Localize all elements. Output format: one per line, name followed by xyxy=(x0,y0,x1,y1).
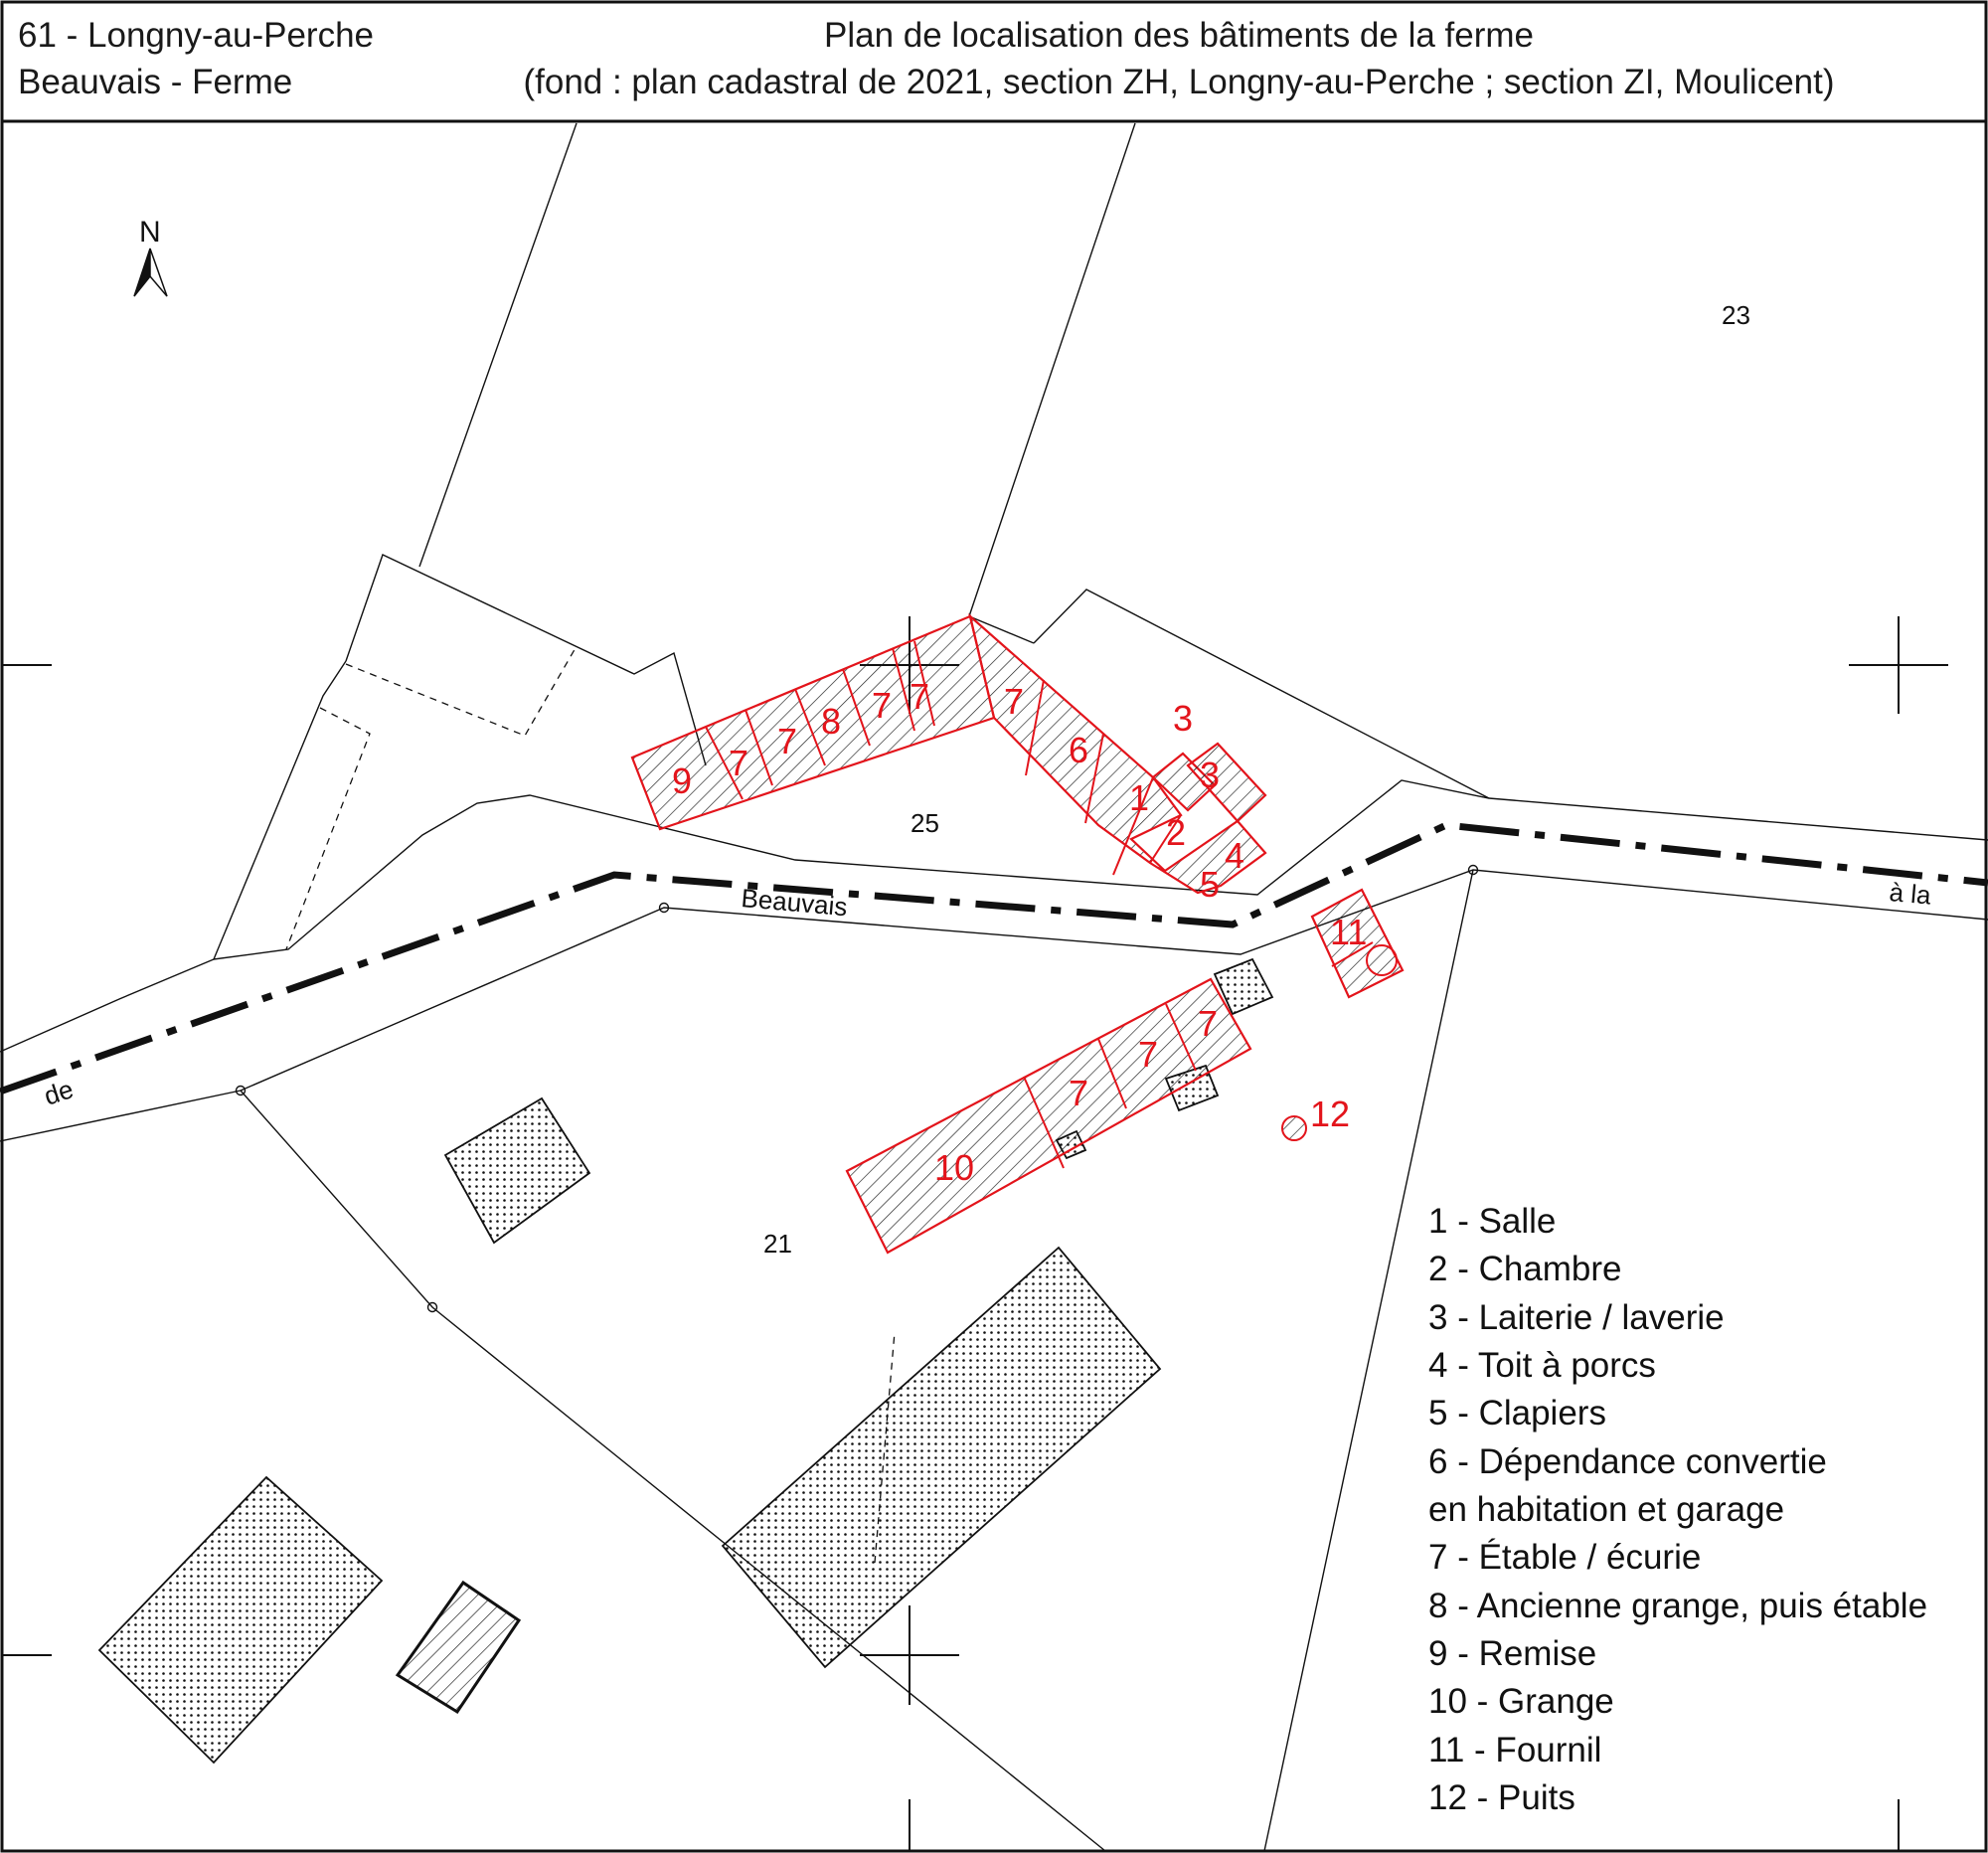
legend-item: 11 - Fournil xyxy=(1428,1731,1601,1769)
svg-text:7: 7 xyxy=(777,721,797,761)
svg-text:5: 5 xyxy=(1200,864,1220,905)
building-numbers: 9 7 7 8 7 7 7 6 1 2 3 3 4 5 11 10 7 7 7 … xyxy=(672,676,1367,1188)
legend-item: 7 - Étable / écurie xyxy=(1428,1538,1701,1577)
parcel-lines xyxy=(0,122,1988,1852)
road-label-beauvais: Beauvais xyxy=(740,883,848,922)
parcel-number-21: 21 xyxy=(763,1229,792,1259)
legend-item: 4 - Toit à porcs xyxy=(1428,1346,1656,1385)
legend-item: 6 - Dépendance convertie xyxy=(1428,1442,1827,1481)
header-location-line2: Beauvais - Ferme xyxy=(18,63,292,101)
svg-text:8: 8 xyxy=(821,701,841,742)
farm-buildings xyxy=(630,612,1405,1255)
legend-item: 10 - Grange xyxy=(1428,1682,1614,1721)
svg-text:N: N xyxy=(139,216,161,249)
svg-text:11: 11 xyxy=(1330,912,1367,952)
svg-text:7: 7 xyxy=(1138,1034,1158,1075)
parcel-number-25: 25 xyxy=(911,808,939,838)
svg-text:6: 6 xyxy=(1069,730,1088,770)
svg-text:3: 3 xyxy=(1173,698,1193,739)
parcel-number-23: 23 xyxy=(1722,300,1750,330)
svg-text:12: 12 xyxy=(1310,1094,1350,1134)
legend-item: 12 - Puits xyxy=(1428,1778,1575,1817)
svg-text:10: 10 xyxy=(934,1147,974,1188)
header-title-line1: Plan de localisation des bâtiments de la… xyxy=(824,16,1534,55)
legend-item: 9 - Remise xyxy=(1428,1634,1596,1673)
svg-text:7: 7 xyxy=(910,676,929,717)
legend-item: 2 - Chambre xyxy=(1428,1250,1622,1288)
svg-text:7: 7 xyxy=(872,685,892,726)
svg-text:9: 9 xyxy=(672,760,692,801)
north-arrow-icon: N xyxy=(133,216,168,297)
svg-text:7: 7 xyxy=(1004,681,1024,722)
svg-text:7: 7 xyxy=(1069,1073,1088,1113)
legend-item: 1 - Salle xyxy=(1428,1202,1556,1241)
header-title-line2: (fond : plan cadastral de 2021, section … xyxy=(523,63,1834,101)
legend-item: 5 - Clapiers xyxy=(1428,1394,1606,1432)
svg-text:4: 4 xyxy=(1225,835,1244,876)
svg-text:1: 1 xyxy=(1129,777,1149,818)
road-label-de: de xyxy=(41,1074,78,1110)
well-icon xyxy=(1281,1115,1307,1141)
svg-text:2: 2 xyxy=(1166,812,1186,853)
svg-text:7: 7 xyxy=(1198,1003,1218,1044)
road-centerline xyxy=(0,821,1988,1095)
svg-text:3: 3 xyxy=(1200,755,1220,795)
legend-item: 8 - Ancienne grange, puis étable xyxy=(1428,1587,1927,1625)
other-buildings xyxy=(97,957,1274,1765)
svg-text:7: 7 xyxy=(729,743,748,783)
header-location-line1: 61 - Longny-au-Perche xyxy=(18,16,374,55)
legend: 1 - Salle 2 - Chambre 3 - Laiterie / lav… xyxy=(1428,1202,1927,1817)
legend-item: 3 - Laiterie / laverie xyxy=(1428,1298,1725,1337)
legend-item: en habitation et garage xyxy=(1428,1490,1784,1529)
road-label-a-la: à la xyxy=(1888,877,1932,911)
